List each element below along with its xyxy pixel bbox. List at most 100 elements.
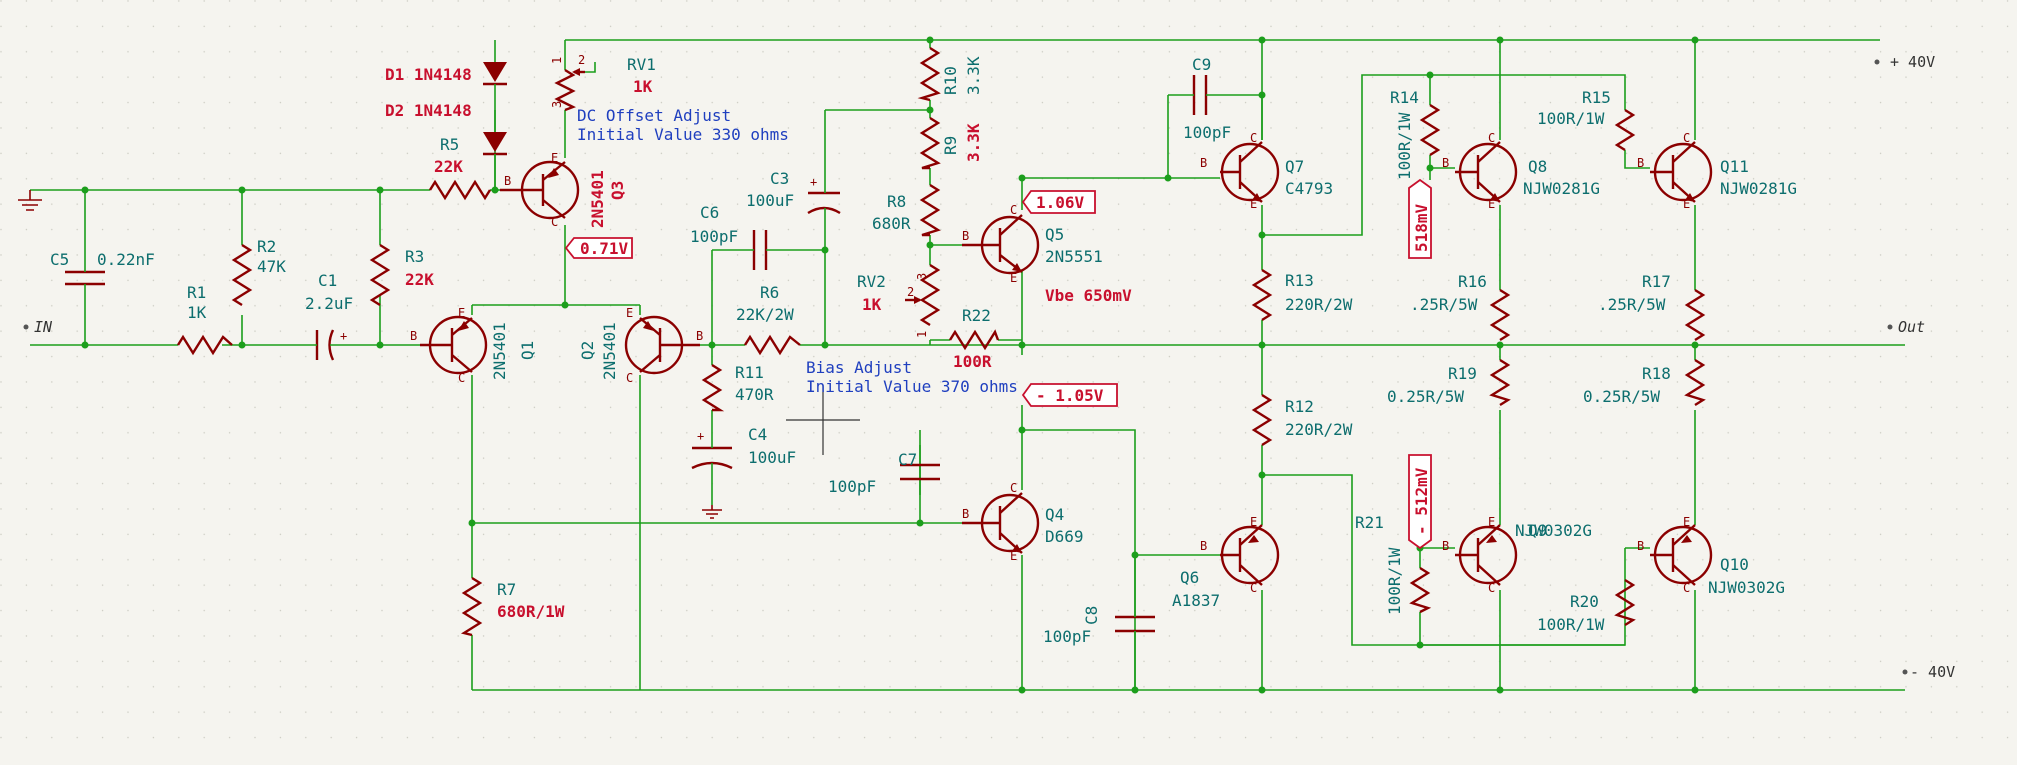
q10-value: NJW0302G (1708, 578, 1785, 597)
r9-ref: R9 (941, 136, 960, 155)
probe-518mv-text: 518mV (1412, 203, 1431, 252)
c4-plus: + (697, 429, 704, 443)
resistor-r12[interactable] (1251, 393, 1273, 447)
capacitor-c1[interactable] (300, 329, 345, 361)
resistor-r3[interactable] (369, 243, 391, 307)
capacitor-c6[interactable] (745, 230, 775, 270)
resistor-r19[interactable] (1489, 358, 1511, 407)
rv2-pin-3: 3 (915, 273, 929, 280)
resistor-r16[interactable] (1489, 288, 1511, 342)
q11-value: NJW0281G (1720, 179, 1797, 198)
q10-ref: Q10 (1720, 555, 1749, 574)
c5-value: 0.22nF (97, 250, 155, 269)
r2-value: 47K (257, 257, 286, 276)
q4-pin-c: C (1010, 481, 1017, 495)
q2-ref: Q2 (578, 341, 597, 360)
resistor-r18[interactable] (1684, 358, 1706, 407)
r15-value: 100R/1W (1537, 109, 1605, 128)
resistor-r11[interactable] (701, 363, 725, 412)
c3-value: 100uF (746, 191, 794, 210)
c8-ref: C8 (1082, 606, 1101, 625)
rv1-value: 1K (633, 77, 653, 96)
q8-pin-e: E (1488, 197, 1495, 211)
diode-d2[interactable] (483, 132, 507, 190)
resistor-r20[interactable] (1614, 578, 1636, 627)
q9-pin-c: C (1488, 581, 1495, 595)
capacitor-c4[interactable] (691, 435, 733, 480)
c7-value: 100pF (828, 477, 876, 496)
resistor-r17[interactable] (1684, 288, 1706, 342)
resistor-r14[interactable] (1419, 103, 1441, 157)
q9-pin-e: E (1488, 515, 1495, 529)
r13-value: 220R/2W (1285, 295, 1353, 314)
transistor-q5[interactable] (962, 214, 1040, 275)
transistor-q8[interactable] (1455, 141, 1518, 203)
q4-pin-b: B (962, 507, 969, 521)
transistor-q9[interactable] (1455, 524, 1518, 586)
transistor-q1[interactable] (420, 315, 488, 375)
c9-value: 100pF (1183, 123, 1231, 142)
q8-pin-c: C (1488, 131, 1495, 145)
transistor-q2[interactable] (624, 315, 700, 375)
capacitor-c9[interactable] (1180, 75, 1220, 115)
transistor-q10[interactable] (1650, 524, 1713, 586)
resistor-r5[interactable] (428, 179, 492, 201)
q7-ref: Q7 (1285, 157, 1304, 176)
resistor-r8[interactable] (919, 183, 941, 237)
q11-ref: Q11 (1720, 157, 1749, 176)
potentiometer-rv1[interactable] (554, 62, 596, 112)
q4-value: D669 (1045, 527, 1084, 546)
resistor-r9[interactable] (919, 116, 941, 170)
resistor-r1[interactable] (176, 334, 233, 356)
resistor-r13[interactable] (1251, 268, 1273, 322)
transistor-q7[interactable] (1220, 141, 1280, 203)
potentiometer-rv2[interactable] (905, 263, 941, 327)
q7-pin-c: C (1250, 131, 1257, 145)
q7-value: C4793 (1285, 179, 1333, 198)
q2-pin-c: C (626, 371, 633, 385)
resistor-r2[interactable] (231, 243, 253, 307)
transistor-q6[interactable] (1220, 524, 1280, 586)
diode-d1[interactable] (483, 40, 507, 132)
r20-value: 100R/1W (1537, 615, 1605, 634)
note-dc-offset-2: Initial Value 330 ohms (577, 125, 789, 144)
resistor-r21[interactable] (1409, 566, 1432, 614)
q2-pin-e: E (626, 306, 633, 320)
rail-negative-label: - 40V (1910, 663, 1955, 681)
vbe-label: Vbe 650mV (1045, 286, 1132, 305)
capacitor-c8[interactable] (1115, 605, 1155, 640)
r7-value: 680R/1W (497, 602, 565, 621)
q11-pin-c: C (1683, 131, 1690, 145)
resistor-r10[interactable] (917, 46, 941, 102)
r14-ref: R14 (1390, 88, 1419, 107)
transistor-q11[interactable] (1650, 141, 1713, 203)
r22-value: 100R (953, 352, 992, 371)
ground-symbol-c4 (702, 505, 722, 519)
output-port-label: Out (1898, 318, 1925, 336)
q8-value: NJW0281G (1523, 179, 1600, 198)
c8-value: 100pF (1043, 627, 1091, 646)
r10-value: 3.3K (964, 56, 983, 95)
resistor-r22[interactable] (948, 329, 1000, 351)
r10-ref: R10 (941, 66, 960, 95)
transistor-q3[interactable] (500, 160, 580, 220)
q6-pin-e: E (1250, 515, 1257, 529)
r8-ref: R8 (887, 192, 906, 211)
d1-label: D1 1N4148 (385, 65, 472, 84)
q3-pin-b: B (504, 174, 511, 188)
capacitor-c5[interactable] (65, 260, 105, 295)
capacitor-c7[interactable] (900, 463, 940, 481)
resistor-r7[interactable] (460, 576, 483, 637)
resistor-r6[interactable] (743, 334, 801, 356)
c3-ref: C3 (770, 169, 789, 188)
q9-ref: Q9 (1528, 521, 1547, 540)
transistor-q4[interactable] (962, 492, 1040, 554)
probe-neg-1-05v-text: - 1.05V (1036, 386, 1104, 405)
resistor-r15[interactable] (1614, 108, 1636, 152)
q3-pin-e: E (551, 151, 558, 165)
capacitor-c3[interactable] (807, 175, 841, 225)
junctions (23, 36, 1908, 694)
rv2-pin-1: 1 (915, 331, 929, 338)
probe-1-06v: 1.06V (1021, 190, 1096, 214)
